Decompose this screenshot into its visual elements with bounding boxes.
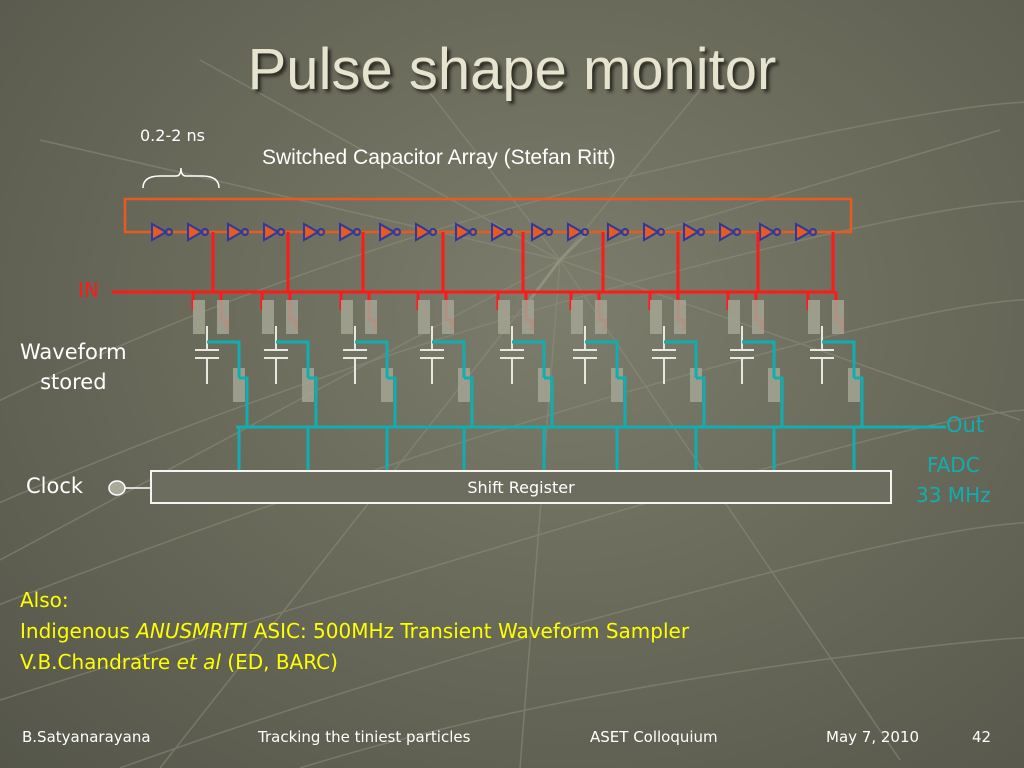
capacitor-icon xyxy=(195,326,219,384)
switch-upper-b xyxy=(832,300,844,334)
capacitor-icon xyxy=(652,326,676,384)
footer-author: B.Satyanarayana xyxy=(22,728,151,746)
switch-upper xyxy=(498,300,510,334)
slide-title: Pulse shape monitor xyxy=(247,37,777,102)
switch-upper-b xyxy=(595,300,607,334)
inverter-icon xyxy=(491,222,513,242)
capacitor-icon xyxy=(343,326,367,384)
switch-upper-b xyxy=(365,300,377,334)
switch-upper-b xyxy=(752,300,764,334)
waveform-label-line1: Waveform xyxy=(20,340,127,364)
inverter-icon xyxy=(379,222,401,242)
output-lines xyxy=(207,340,946,470)
inverter-icon xyxy=(415,222,437,242)
switch-upper-b xyxy=(217,300,229,334)
capacitor-icon xyxy=(420,326,444,384)
footer-event: ASET Colloquium xyxy=(590,728,718,746)
switch-upper-b xyxy=(674,300,686,334)
note-line-asic: Indigenous ANUSMRITI ASIC: 500MHz Transi… xyxy=(20,619,690,643)
clock-label: Clock xyxy=(26,474,84,498)
storage-capacitors xyxy=(195,326,834,384)
fadc-label: FADC 33 MHz xyxy=(916,450,991,510)
switch-upper-b xyxy=(442,300,454,334)
switch-upper xyxy=(650,300,662,334)
fadc-label-line2: 33 MHz xyxy=(916,483,991,507)
sampling-switches xyxy=(193,300,860,402)
waveform-stored-label: Waveform stored xyxy=(20,337,127,397)
capacitor-icon xyxy=(264,326,288,384)
switch-upper xyxy=(808,300,820,334)
inverter-icon xyxy=(263,222,285,242)
inverter-icon xyxy=(607,222,629,242)
clock-connector xyxy=(108,480,150,496)
switch-upper xyxy=(262,300,274,334)
additional-note: Also: Indigenous ANUSMRITI ASIC: 500MHz … xyxy=(20,585,1000,678)
capacitor-icon xyxy=(500,326,524,384)
inverter-icon xyxy=(303,222,325,242)
slide-footer: B.Satyanarayana Tracking the tiniest par… xyxy=(0,728,1024,750)
inverter-chain xyxy=(151,222,817,242)
delay-chain-loop xyxy=(123,197,853,234)
footer-talk-title: Tracking the tiniest particles xyxy=(258,728,471,746)
array-title: Switched Capacitor Array (Stefan Ritt) xyxy=(262,146,616,169)
waveform-label-line2: stored xyxy=(40,370,107,394)
inverter-icon xyxy=(227,222,249,242)
switch-upper xyxy=(193,300,205,334)
switch-upper xyxy=(418,300,430,334)
capacitor-icon xyxy=(810,326,834,384)
shift-register-block: Shift Register xyxy=(150,470,892,504)
inverter-icon xyxy=(719,222,741,242)
switch-upper-b xyxy=(522,300,534,334)
capacitor-icon xyxy=(730,326,754,384)
inverter-icon xyxy=(683,222,705,242)
inverter-icon xyxy=(531,222,553,242)
note-line-also: Also: xyxy=(20,588,69,612)
footer-page-number: 42 xyxy=(972,728,992,746)
inverter-icon xyxy=(455,222,477,242)
timing-brace xyxy=(142,167,220,189)
inverter-icon xyxy=(759,222,781,242)
switch-upper xyxy=(728,300,740,334)
switch-upper xyxy=(341,300,353,334)
inverter-icon xyxy=(187,222,209,242)
switch-upper-b xyxy=(286,300,298,334)
input-label: IN xyxy=(78,278,99,302)
output-label: Out xyxy=(946,413,985,437)
timing-span-label: 0.2-2 ns xyxy=(140,126,205,145)
note-line-credit: V.B.Chandratre et al (ED, BARC) xyxy=(20,650,338,674)
inverter-icon xyxy=(795,222,817,242)
inverter-icon xyxy=(339,222,361,242)
switch-upper xyxy=(571,300,583,334)
inverter-icon xyxy=(567,222,589,242)
fadc-label-line1: FADC xyxy=(926,453,980,477)
footer-date: May 7, 2010 xyxy=(826,728,920,746)
capacitor-icon xyxy=(573,326,597,384)
inverter-icon xyxy=(151,222,173,242)
inverter-icon xyxy=(643,222,665,242)
